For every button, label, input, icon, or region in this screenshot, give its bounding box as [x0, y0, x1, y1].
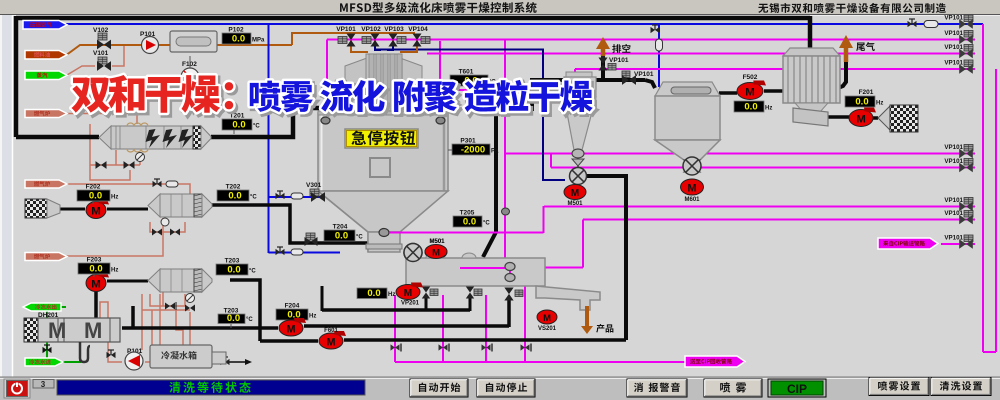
svg-text:M501: M501: [429, 239, 445, 245]
svg-text:-2000: -2000: [461, 145, 485, 156]
svg-text:P101: P101: [140, 31, 156, 38]
svg-text:V102: V102: [93, 27, 109, 34]
svg-text:M: M: [745, 87, 755, 99]
svg-text:T204: T204: [333, 224, 348, 231]
svg-text:V301: V301: [306, 182, 322, 189]
svg-text:3: 3: [41, 380, 46, 389]
svg-text:M501: M501: [429, 239, 445, 245]
svg-text:F601: F601: [324, 328, 338, 334]
svg-text:M: M: [571, 188, 579, 199]
svg-text:M: M: [84, 318, 102, 343]
svg-text:Hz: Hz: [765, 106, 772, 112]
svg-text:M: M: [856, 114, 866, 126]
svg-text:VP101: VP101: [944, 144, 963, 151]
svg-text:0.0: 0.0: [367, 288, 380, 299]
svg-text:0.0: 0.0: [89, 191, 102, 202]
svg-text:0.0: 0.0: [287, 310, 300, 321]
svg-text:M: M: [404, 288, 412, 299]
svg-text:0.0: 0.0: [227, 313, 240, 324]
svg-text:T203: T203: [224, 308, 239, 315]
svg-text:0.0: 0.0: [227, 265, 240, 276]
svg-text:VP101: VP101: [336, 26, 356, 33]
svg-text:V101: V101: [93, 50, 109, 57]
svg-text:T201: T201: [230, 113, 245, 120]
svg-text:M: M: [327, 336, 336, 348]
svg-text:M: M: [688, 182, 697, 194]
svg-text:VP101: VP101: [944, 197, 963, 204]
svg-text:0.0: 0.0: [89, 264, 102, 275]
svg-text:VP102: VP102: [361, 26, 381, 33]
svg-text:Hz: Hz: [111, 268, 118, 274]
svg-text:F201: F201: [859, 89, 874, 96]
svg-text:Hz: Hz: [388, 292, 395, 298]
svg-text:°C: °C: [246, 317, 253, 323]
svg-text:MPa: MPa: [252, 38, 265, 44]
svg-text:F202: F202: [86, 184, 101, 191]
svg-text:°C: °C: [483, 221, 490, 227]
svg-text:Pa: Pa: [491, 149, 499, 155]
svg-text:P301: P301: [460, 138, 476, 145]
svg-text:°C: °C: [356, 235, 363, 241]
svg-text:Hz: Hz: [876, 101, 883, 107]
svg-text:CIP: CIP: [787, 382, 807, 396]
svg-text:M: M: [91, 206, 101, 218]
svg-text:VP201: VP201: [401, 301, 420, 307]
svg-text:VP103: VP103: [384, 26, 404, 33]
svg-text:M: M: [543, 313, 551, 324]
svg-text:VP101: VP101: [944, 235, 963, 242]
svg-text:0.0: 0.0: [744, 102, 757, 113]
svg-text:VP101: VP101: [634, 71, 654, 78]
svg-text:VP101: VP101: [944, 30, 963, 37]
svg-text:0.0: 0.0: [335, 231, 348, 242]
svg-text:VP101: VP101: [944, 44, 963, 51]
svg-text:0.0: 0.0: [855, 97, 868, 108]
svg-text:M: M: [287, 323, 296, 335]
svg-text:°C: °C: [250, 195, 257, 201]
svg-text:VS201: VS201: [538, 326, 557, 332]
svg-text:F204: F204: [285, 303, 300, 310]
svg-text:T601: T601: [459, 69, 474, 76]
svg-text:VP101: VP101: [944, 60, 963, 67]
svg-text:T202: T202: [226, 184, 241, 191]
svg-text:VP101: VP101: [944, 15, 963, 22]
svg-text:0.0: 0.0: [228, 191, 241, 202]
svg-text:VP101: VP101: [609, 57, 629, 64]
svg-text:Hz: Hz: [111, 195, 118, 201]
svg-text:0.0: 0.0: [463, 217, 476, 228]
svg-text:0.0: 0.0: [232, 34, 245, 45]
svg-text:P102: P102: [228, 27, 244, 34]
svg-text:Hz: Hz: [309, 314, 316, 320]
svg-text:F203: F203: [87, 257, 102, 264]
svg-text:°C: °C: [249, 269, 256, 275]
svg-text:M: M: [432, 247, 440, 258]
svg-text:M601: M601: [684, 197, 700, 203]
svg-text:M: M: [48, 318, 66, 343]
svg-text:VP101: VP101: [944, 158, 963, 165]
svg-text:°C: °C: [253, 124, 260, 130]
svg-text:VP101: VP101: [944, 210, 963, 217]
svg-text:0.0: 0.0: [232, 120, 245, 131]
svg-text:VP104: VP104: [408, 26, 428, 33]
svg-text:DH201: DH201: [38, 312, 59, 319]
svg-text:M: M: [91, 279, 101, 291]
svg-text:M501: M501: [567, 201, 583, 207]
svg-text:F502: F502: [743, 74, 758, 81]
svg-text:T205: T205: [460, 210, 475, 217]
svg-text:T203: T203: [225, 258, 240, 265]
